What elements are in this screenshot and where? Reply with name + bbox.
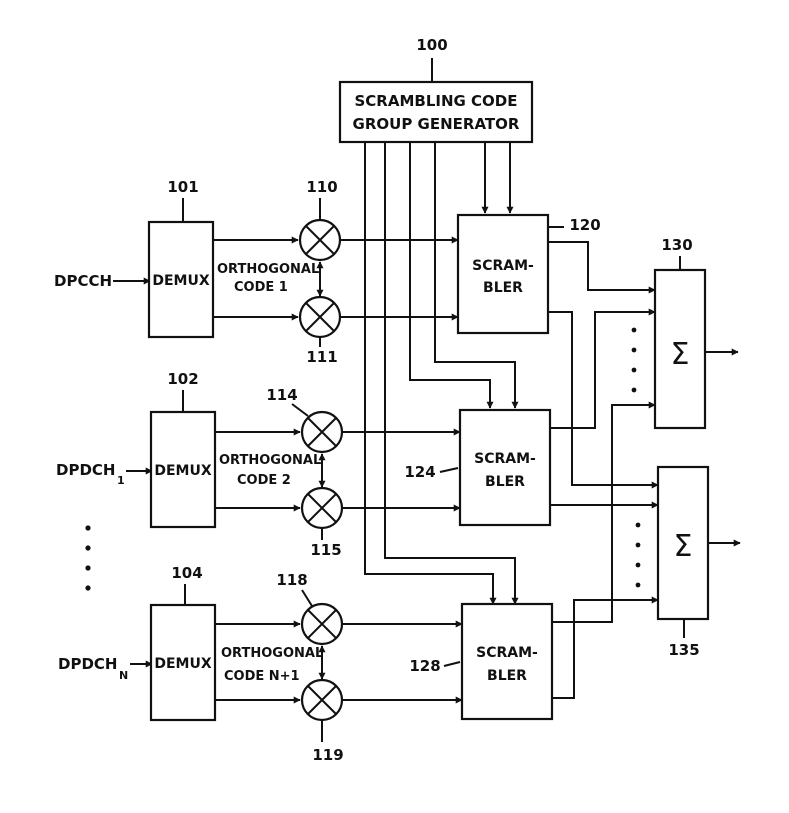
input-dpdchn-label: DPDCH [58,655,117,673]
orthogonal-code-2-line2: CODE 2 [237,473,291,488]
scrambler-124-ref: 124 [404,463,435,481]
channel-dpdch-n: DPDCH N DEMUX 104 118 119 ORTHOGONAL COD… [58,564,554,764]
demux-104-ref: 104 [171,564,202,582]
multiplier-118 [300,602,344,646]
scrambler-128-line1: SCRAM- [476,645,538,661]
demux-104 [149,603,217,722]
generator-label-line2: GROUP GENERATOR [353,115,520,133]
multiplier-115 [300,486,344,530]
summer-input-ellipsis [631,327,641,588]
channel-dpdch-1: DPDCH 1 DEMUX 102 114 115 ORTHOGONAL COD… [56,370,552,559]
generator-code-lines [364,142,519,605]
scrambler-120-line1: SCRAM- [472,258,534,274]
orthogonal-code-2-line1: ORTHOGONAL [219,453,321,468]
summer-130-ref: 130 [661,236,692,254]
demux-101 [147,220,215,339]
multiplier-111 [298,295,342,339]
demux-102-label: DEMUX [154,463,211,479]
multiplier-110 [298,218,342,262]
scrambler-128 [460,602,554,721]
summer-135-ref: 135 [668,641,699,659]
scrambler-output-lines [548,241,659,699]
summer-135: Σ 135 [656,465,741,659]
orthogonal-code-n1-line2: CODE N+1 [224,669,300,684]
demux-104-label: DEMUX [154,656,211,672]
multiplier-119-ref: 119 [312,746,343,764]
input-dpdch1-label: DPDCH [56,461,115,479]
channel-dpcch: DPCCH DEMUX 101 110 111 ORTHOGONAL CODE … [54,178,601,366]
multiplier-110-ref: 110 [306,178,337,196]
demux-102 [149,410,217,529]
scrambler-124-line2: BLER [485,474,525,490]
generator-ref-number: 100 [416,36,447,54]
input-dpcch-label: DPCCH [54,272,112,290]
multiplier-115-ref: 115 [310,541,341,559]
multiplier-114 [300,410,344,454]
multiplier-119 [300,678,344,722]
scrambler-128-ref: 128 [409,657,440,675]
channel-ellipsis [85,525,91,591]
generator-label-line1: SCRAMBLING CODE [354,92,517,110]
multiplier-111-ref: 111 [306,348,337,366]
orthogonal-code-n1-line1: ORTHOGONAL [221,646,323,661]
demux-101-ref: 101 [167,178,198,196]
multiplier-118-ref: 118 [276,571,307,589]
orthogonal-code-1-line1: ORTHOGONAL [217,262,319,277]
demux-101-label: DEMUX [152,273,209,289]
scrambler-124-line1: SCRAM- [474,451,536,467]
input-dpdchn-subscript: N [119,669,128,682]
demux-102-ref: 102 [167,370,198,388]
input-dpdch1-subscript: 1 [117,474,125,487]
summer-135-symbol: Σ [674,529,693,564]
summer-130-symbol: Σ [671,337,690,372]
scrambler-120 [456,213,550,335]
summer-130: Σ 130 [653,236,739,430]
scrambler-128-line2: BLER [487,668,527,684]
orthogonal-code-1-line2: CODE 1 [234,280,288,295]
scrambling-code-group-generator: SCRAMBLING CODE GROUP GENERATOR [338,80,534,144]
multiplier-114-ref: 114 [266,386,297,404]
scrambler-120-ref: 120 [569,216,600,234]
scrambler-120-line2: BLER [483,280,523,296]
scrambler-124 [458,408,552,527]
